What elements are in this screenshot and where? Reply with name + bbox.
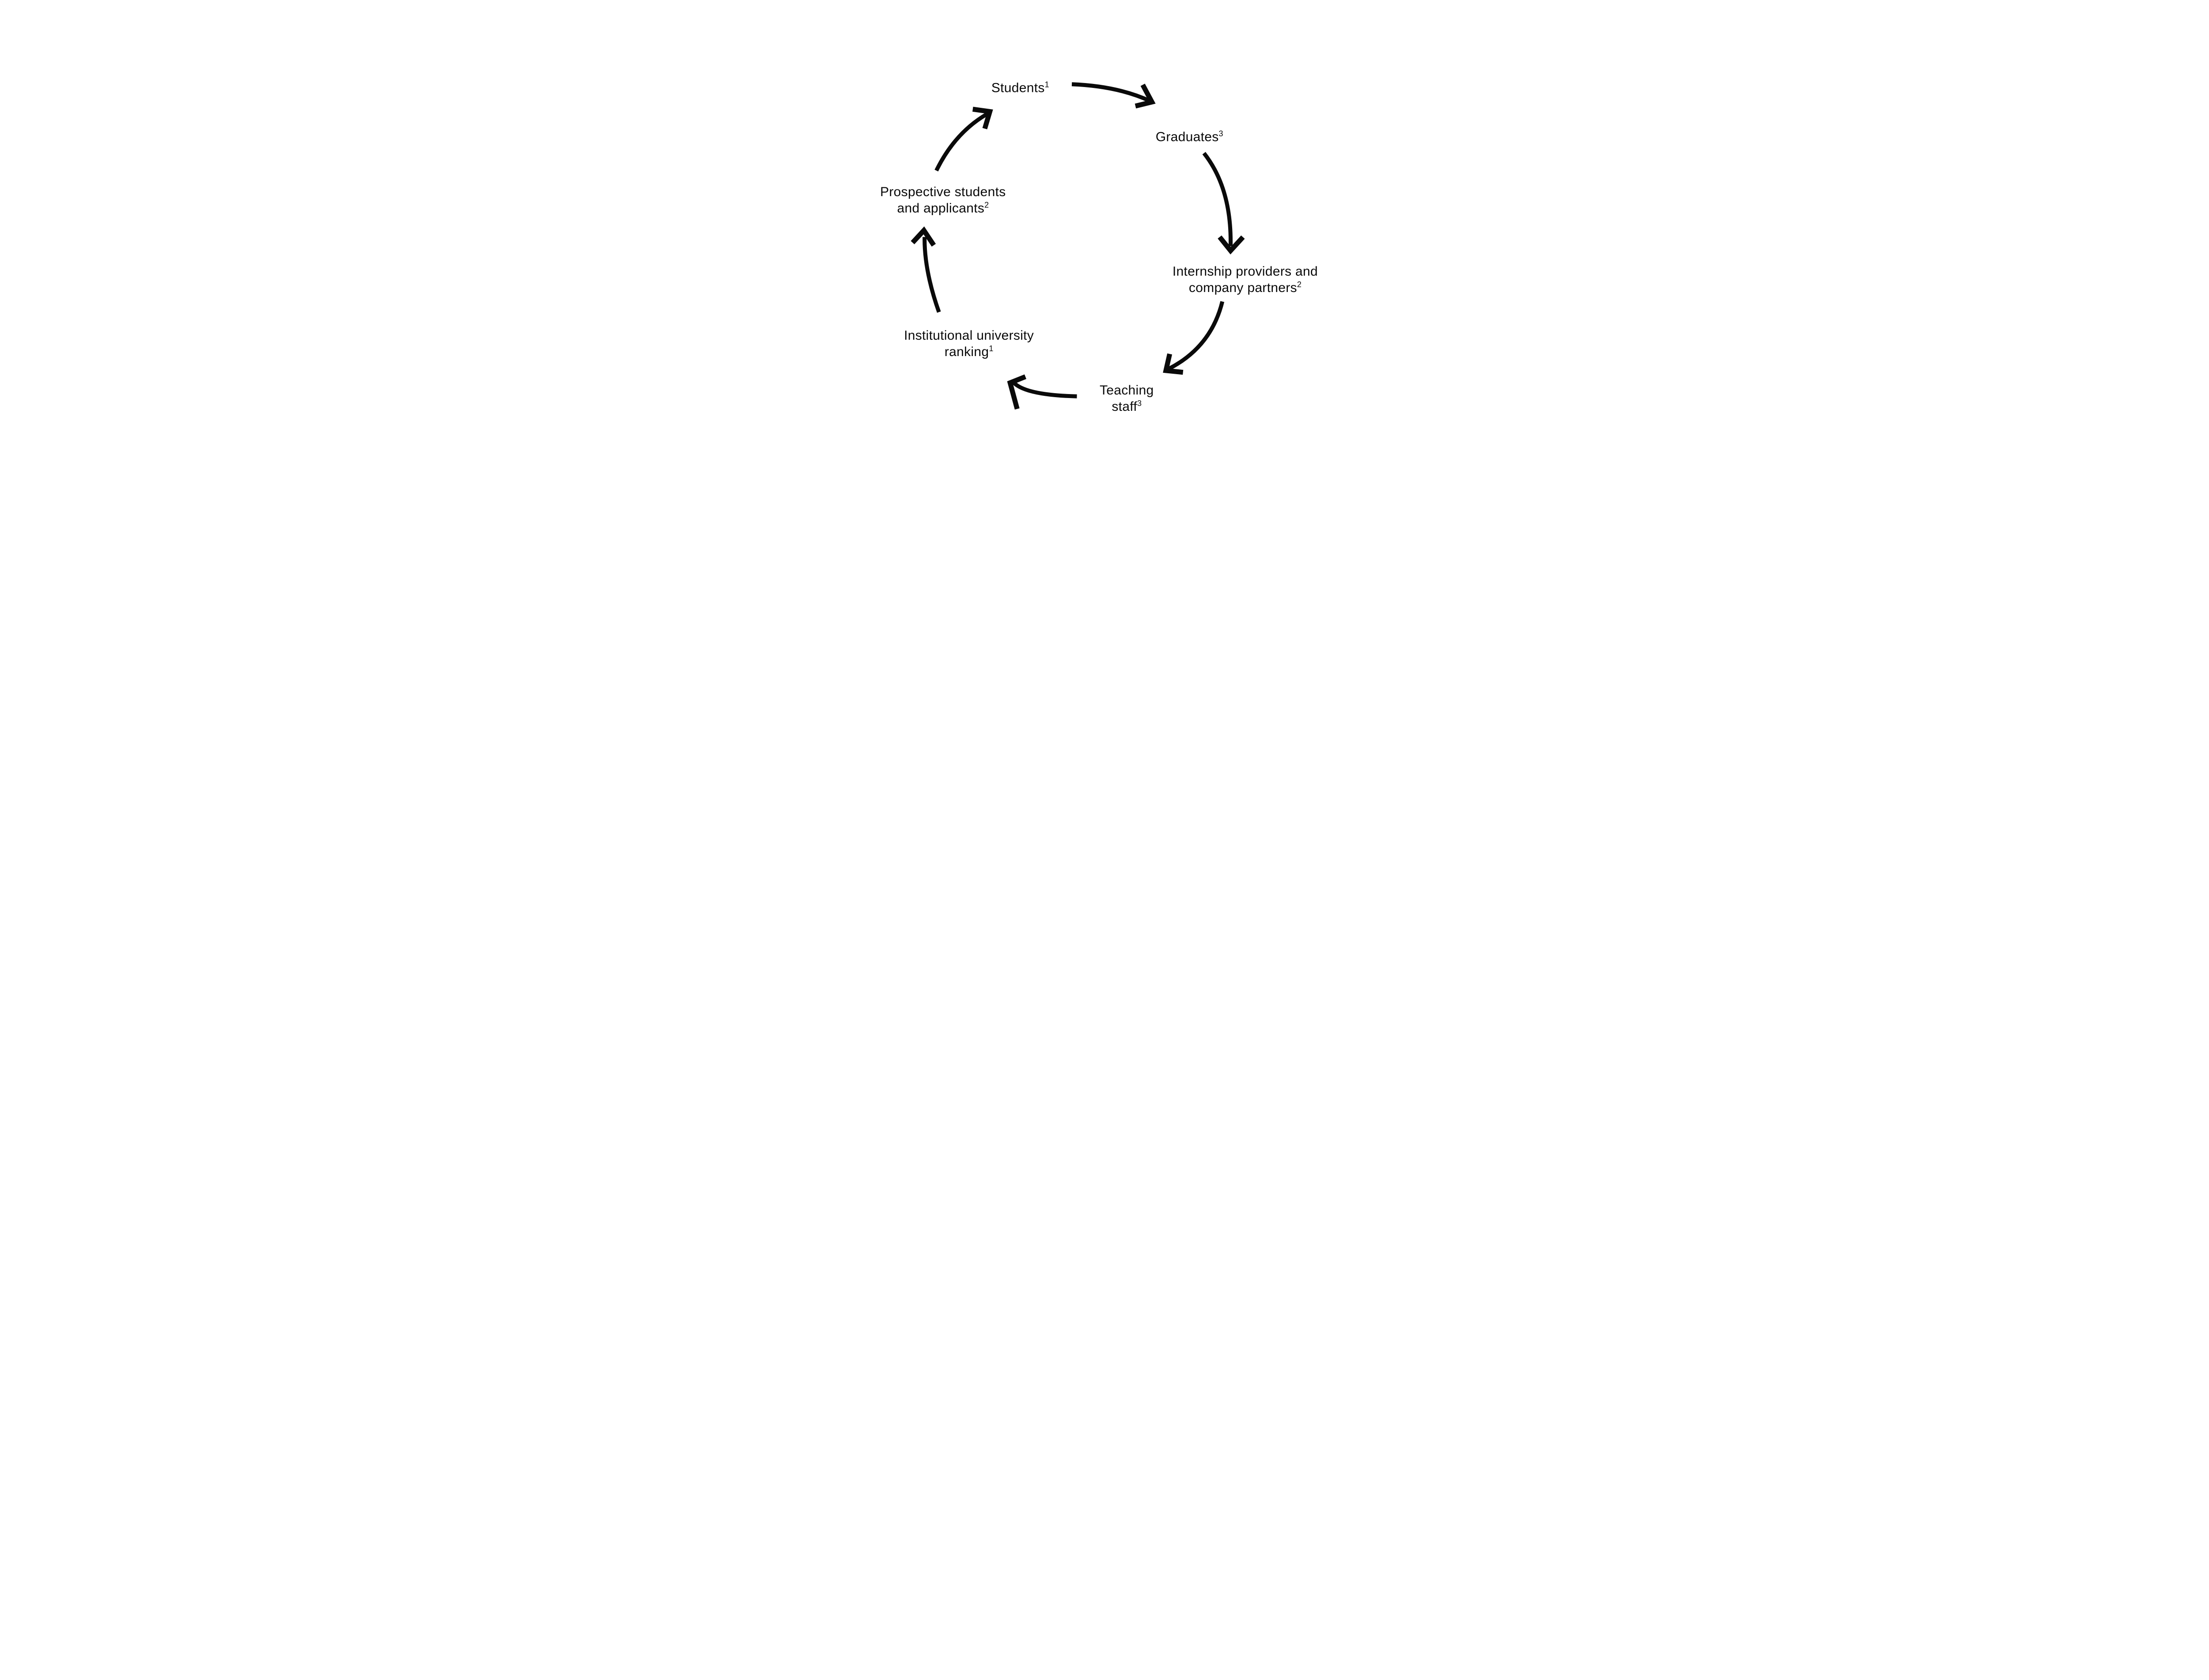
node-label-teaching-staff: Teaching staff3 bbox=[1100, 382, 1154, 415]
node-label-line: Graduates3 bbox=[1155, 129, 1223, 144]
node-label-line: Internship providers and bbox=[1172, 264, 1318, 279]
arrow-shaft bbox=[1012, 380, 1077, 398]
node-label-line: and applicants2 bbox=[897, 201, 989, 216]
arrow-graduates-to-internship bbox=[1202, 152, 1245, 254]
footnote-superscript: 1 bbox=[1044, 80, 1049, 89]
node-label-line: staff3 bbox=[1112, 399, 1142, 414]
footnote-superscript: 3 bbox=[1137, 399, 1142, 408]
arrow-shaft bbox=[1202, 152, 1233, 247]
node-label-line: Institutional university bbox=[904, 328, 1034, 343]
arrowhead-icon bbox=[1218, 235, 1245, 254]
arrow-shaft bbox=[1071, 82, 1151, 103]
cycle-arrows-layer bbox=[911, 82, 1245, 410]
arrowhead-icon bbox=[1163, 353, 1184, 375]
arrow-internship-to-teaching bbox=[1163, 301, 1225, 375]
node-label-line: Teaching bbox=[1099, 383, 1154, 398]
arrowhead-icon bbox=[1135, 83, 1156, 109]
node-label-line: company partners2 bbox=[1188, 280, 1302, 295]
node-label-graduates: Graduates3 bbox=[1156, 129, 1223, 145]
footnote-superscript: 1 bbox=[989, 344, 994, 353]
cycle-diagram: Students1 Graduates3 Internship provider… bbox=[788, 0, 1421, 448]
footnote-superscript: 2 bbox=[1297, 280, 1302, 289]
node-label-prospective-students: Prospective students and applicants2 bbox=[880, 184, 1006, 216]
arrow-institutional-to-prospective bbox=[911, 226, 941, 313]
arrowhead-icon bbox=[972, 106, 993, 129]
arrowhead-icon bbox=[1007, 374, 1027, 410]
footnote-superscript: 2 bbox=[984, 201, 989, 210]
footnote-superscript: 3 bbox=[1218, 129, 1223, 138]
node-label-line: Prospective students bbox=[880, 185, 1006, 200]
arrow-shaft bbox=[934, 112, 988, 172]
node-label-institutional-ranking: Institutional university ranking1 bbox=[904, 327, 1034, 360]
arrow-shaft bbox=[922, 237, 941, 313]
arrow-teaching-to-institutional bbox=[1007, 374, 1077, 410]
arrow-shaft bbox=[1168, 301, 1225, 371]
arrow-prospective-to-students bbox=[934, 106, 993, 172]
node-label-internship-providers: Internship providers and company partner… bbox=[1173, 263, 1318, 296]
node-label-students: Students1 bbox=[991, 80, 1049, 96]
arrowhead-icon bbox=[911, 226, 936, 247]
node-label-line: Students1 bbox=[991, 80, 1049, 95]
arrow-students-to-graduates bbox=[1071, 82, 1156, 109]
node-label-line: ranking1 bbox=[944, 344, 994, 359]
